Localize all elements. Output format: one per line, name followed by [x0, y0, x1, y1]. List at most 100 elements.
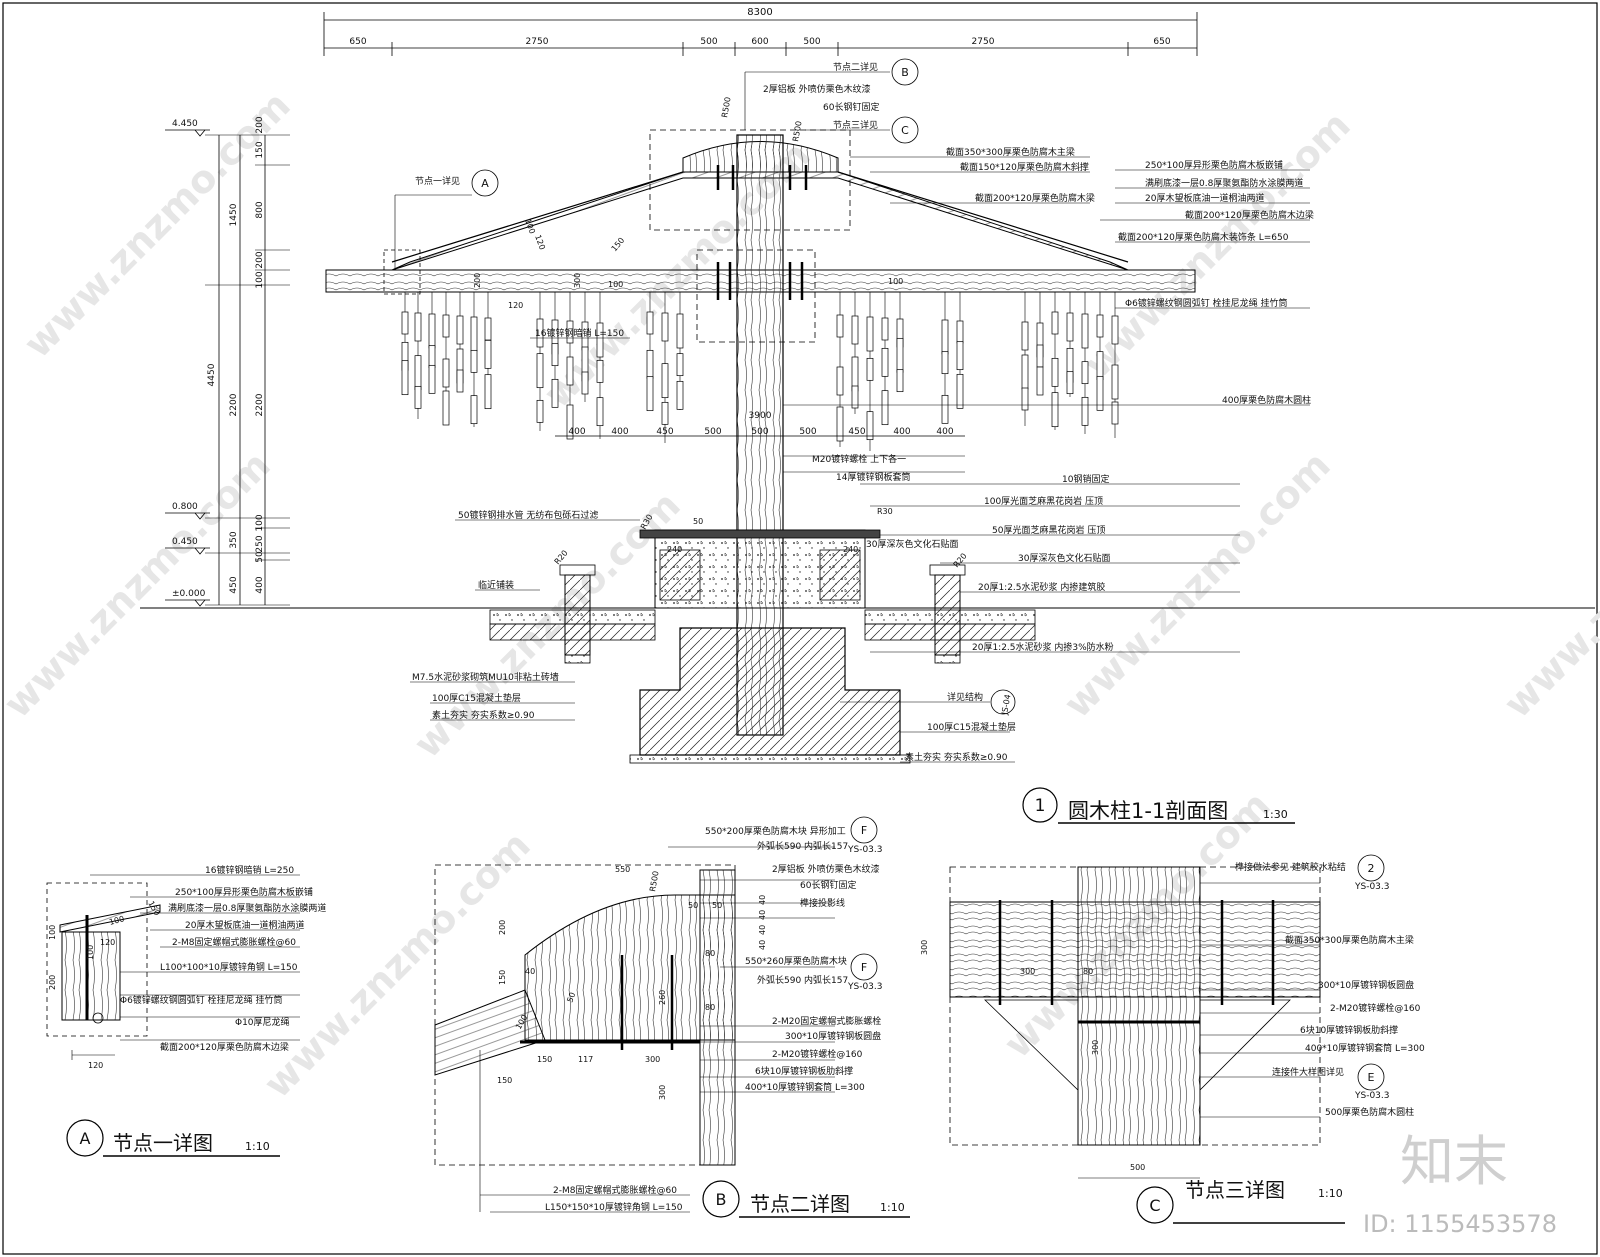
- bamboo-tube: [881, 390, 889, 426]
- callout: L100*100*10厚镀锌角钢 L=150: [160, 961, 298, 973]
- column-dim: 400: [936, 427, 953, 437]
- bamboo-tube: [1081, 361, 1089, 385]
- callout: 2厚铝板 外喷仿栗色木纹漆: [772, 863, 880, 875]
- callout: 400*10厚镀锌钢套筒 L=300: [745, 1081, 865, 1093]
- dim: 80: [705, 949, 715, 958]
- bamboo-tube: [1036, 344, 1044, 368]
- dim: 300: [920, 940, 929, 955]
- callout: 榫接投影线: [800, 897, 845, 909]
- detail-b-drawing: [434, 816, 910, 1218]
- ref-bubble: A: [481, 177, 489, 190]
- small-dim: R500: [720, 96, 732, 118]
- column-dim: 400: [568, 427, 585, 437]
- top-dim: 2750: [972, 37, 995, 47]
- callout: 2-M20镀锌螺栓@160: [772, 1048, 863, 1060]
- callout: 60长钢钉固定: [823, 101, 879, 113]
- callout: 满刷底漆一层0.8厚聚氨酯防水涂膜两道: [1145, 177, 1303, 189]
- elevation-label: 0.450: [172, 537, 198, 547]
- bamboo-tube: [596, 322, 604, 358]
- callout: 2厚铝板 外喷仿栗色木纹漆: [763, 83, 871, 95]
- callout: 截面200*120厚栗色防腐木装饰条 L=650: [1118, 231, 1289, 243]
- callout: 100厚光面芝麻黑花岗岩 压顶: [984, 495, 1103, 507]
- main-title: 1 圆木柱1-1剖面图 1:30: [1035, 796, 1288, 823]
- bamboo-tube: [646, 311, 654, 335]
- callout: 100厚C15混凝土垫层: [927, 721, 1016, 733]
- bamboo-tube: [551, 343, 559, 367]
- callout: 50厚光面芝麻黑花岗岩 压顶: [992, 524, 1105, 536]
- elevation-labels: 4.450 0.800 0.450 ±0.000: [172, 119, 206, 599]
- dim: 100: [108, 914, 125, 927]
- bamboo-tube: [956, 320, 964, 344]
- bamboo-tube: [1051, 357, 1059, 387]
- bamboo-tube: [484, 317, 492, 341]
- title-text: 圆木柱1-1剖面图: [1068, 799, 1228, 823]
- dim: 120: [88, 1061, 103, 1070]
- bamboo-tube: [596, 359, 604, 383]
- bamboo-tube: [1021, 354, 1029, 390]
- detail-b-text: 550*200厚栗色防腐木块 异形加工 外弧长590 内弧长157 2厚铝板 外…: [497, 824, 905, 1216]
- bamboo-tube: [1036, 366, 1044, 396]
- left-dim: 100: [255, 271, 265, 288]
- elevation-label: 4.450: [172, 119, 198, 129]
- callout: Φ10厚尼龙绳: [235, 1016, 290, 1028]
- bamboo-tube: [484, 374, 492, 410]
- dim: 40: [758, 910, 767, 920]
- callout: 临近铺装: [478, 579, 514, 591]
- callout: 2-M20固定螺帽式膨胀螺栓: [772, 1015, 881, 1027]
- callout: 550*200厚栗色防腐木块 异形加工: [705, 825, 846, 837]
- bamboo-tube: [484, 339, 492, 369]
- ref-bubble: F: [861, 824, 867, 837]
- column-dim: 500: [751, 427, 768, 437]
- bamboo-tube: [836, 366, 844, 396]
- small-dim: 100: [888, 277, 903, 286]
- callout: Φ6镀锌螺纹钢圆弧钉 栓挂尼龙绳 挂竹筒: [1125, 297, 1288, 309]
- bamboo-tube: [661, 401, 669, 425]
- callout: 250*100厚异形栗色防腐木板嵌铺: [1145, 159, 1283, 171]
- callout: 16镀锌钢暗销 L=250: [205, 864, 294, 876]
- dim: 40: [758, 925, 767, 935]
- small-dim: 240: [667, 545, 682, 554]
- bamboo-tube: [470, 395, 478, 425]
- bamboo-tube: [401, 311, 409, 335]
- main-section: [140, 12, 1595, 824]
- callout: 60长钢钉固定: [800, 879, 856, 891]
- title-number: 1: [1035, 796, 1046, 816]
- bamboo-tube: [414, 385, 422, 409]
- column-dim: 500: [704, 427, 721, 437]
- callout: 截面350*300厚栗色防腐木主梁: [1285, 934, 1414, 946]
- ref-code: YS-03.3: [847, 982, 883, 992]
- dim: 80: [1083, 967, 1093, 976]
- left-dim: 400: [255, 576, 265, 593]
- bamboo-tube: [596, 397, 604, 427]
- callout: 300*10厚镀锌钢板圆盘: [1318, 979, 1414, 991]
- callout: 20厚木望板底油一道桐油两道: [1145, 192, 1264, 204]
- callout: 500厚栗色防腐木圆柱: [1325, 1106, 1414, 1118]
- bamboo-tube: [661, 363, 669, 399]
- callout: 截面200*120厚栗色防腐木边梁: [1185, 209, 1314, 221]
- column-dim: 500: [799, 427, 816, 437]
- title-text: 节点一详图: [113, 1131, 213, 1155]
- column-dim: 400: [893, 427, 910, 437]
- callout: 外弧长590 内弧长157: [757, 840, 848, 852]
- brand: 知末 ID: 1155453578: [1363, 1130, 1557, 1238]
- dim: 150: [537, 1055, 552, 1064]
- callout: 400*10厚镀锌钢套筒 L=300: [1305, 1042, 1425, 1054]
- dim: 117: [578, 1055, 593, 1064]
- bamboo-tube: [866, 316, 874, 352]
- ref-bubble: E: [1368, 1071, 1375, 1084]
- bamboo-tube: [428, 345, 436, 369]
- top-dim: 650: [349, 37, 366, 47]
- column-height: 3900: [749, 411, 772, 421]
- dim: 300: [1020, 967, 1035, 976]
- bamboo-tube: [866, 357, 874, 381]
- bamboo-tube: [851, 315, 859, 345]
- title-number: C: [1149, 1196, 1160, 1215]
- bamboo-tube: [956, 341, 964, 371]
- dim: 50: [565, 991, 577, 1004]
- bamboo-tube: [896, 337, 904, 373]
- callout: 30厚深灰色文化石贴面: [866, 538, 958, 550]
- left-dim: 4450: [207, 363, 217, 386]
- bamboo-tube: [866, 411, 874, 441]
- left-dim: 150: [255, 141, 265, 158]
- dim: 100: [48, 925, 57, 940]
